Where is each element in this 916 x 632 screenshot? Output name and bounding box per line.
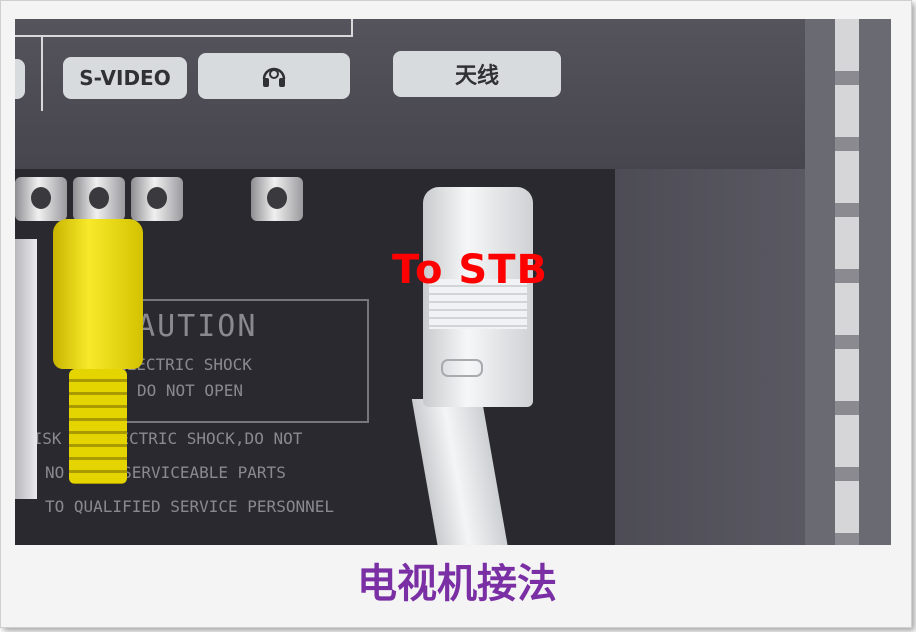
rca-jack xyxy=(73,177,125,221)
white-rca-cable xyxy=(15,239,37,499)
tv-rear-panel-photo: S-VIDEO 天线 CAUTION ELECTRIC SHOCK DO NOT xyxy=(15,19,891,545)
antenna-label-text: 天线 xyxy=(454,64,499,89)
antenna-plug-hole xyxy=(441,359,483,377)
warning-text-line: RISK OF ELECTRIC SHOCK,DO NOT xyxy=(23,429,303,448)
panel-label-partial xyxy=(15,59,25,99)
caution-line: DO NOT OPEN xyxy=(137,381,243,400)
to-stb-label: To STB xyxy=(392,247,548,293)
yellow-rca-plug xyxy=(53,219,143,369)
headphone-label xyxy=(198,53,350,99)
svideo-label-text: S-VIDEO xyxy=(79,66,171,90)
svideo-label: S-VIDEO xyxy=(63,57,187,99)
recess-side-wall xyxy=(615,169,805,545)
yellow-rca-boot xyxy=(69,369,127,484)
rca-jack xyxy=(251,177,303,221)
panel-outline xyxy=(15,35,353,37)
rca-jack xyxy=(15,177,67,221)
antenna-label: 天线 xyxy=(393,51,561,97)
rca-jack xyxy=(131,177,183,221)
antenna-plug-grip xyxy=(429,279,527,329)
caution-line: ELECTRIC SHOCK xyxy=(117,355,252,374)
headphone-icon xyxy=(262,67,286,87)
caption: 电视机接法 xyxy=(357,561,557,607)
panel-outline xyxy=(351,19,353,37)
tv-side-strip xyxy=(835,19,859,545)
warning-text-line: TO QUALIFIED SERVICE PERSONNEL xyxy=(45,497,334,516)
panel-outline xyxy=(41,35,43,111)
